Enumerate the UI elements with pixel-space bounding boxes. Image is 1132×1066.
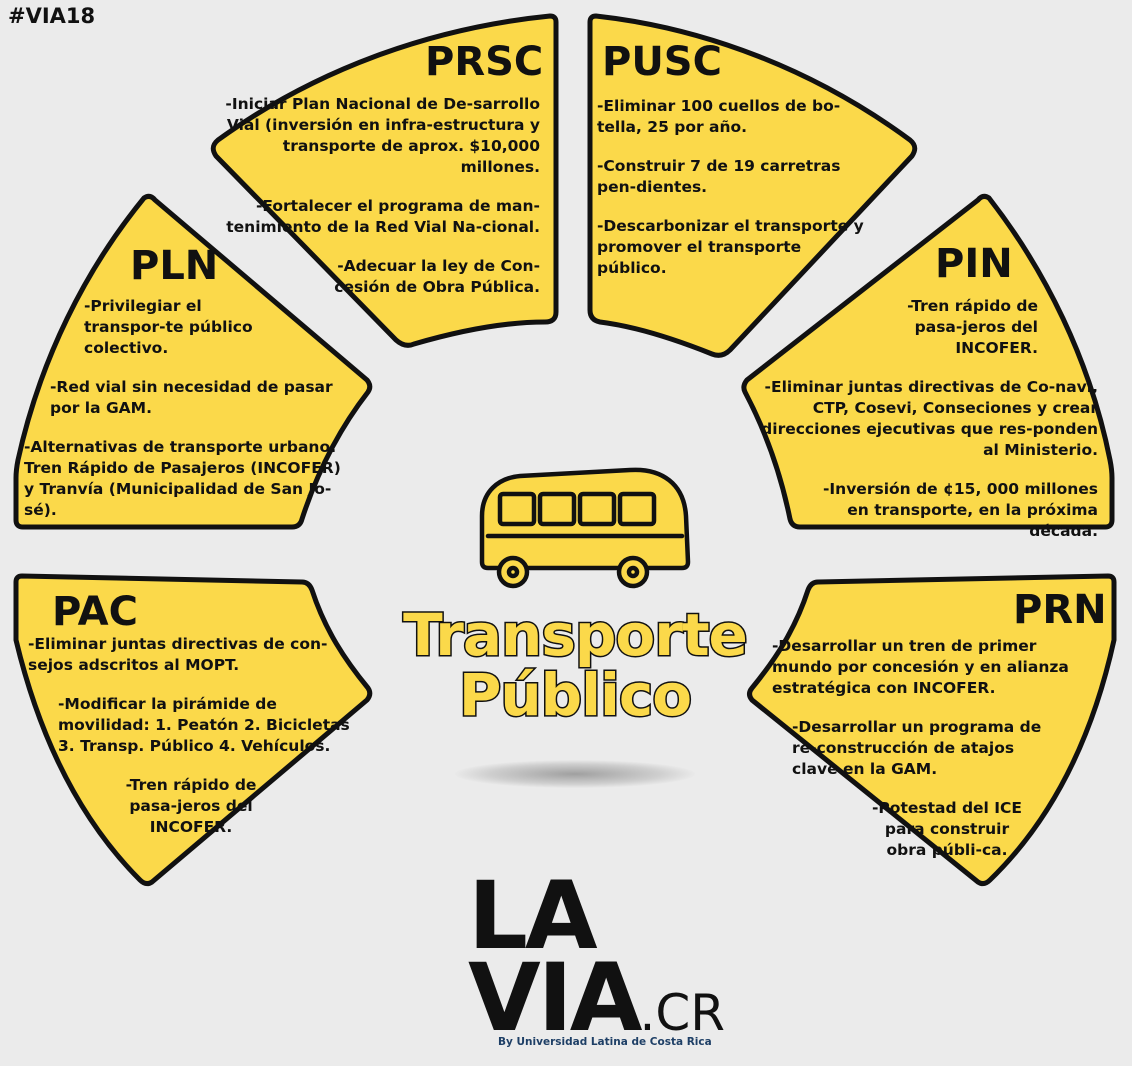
pac-text: -Eliminar juntas directivas de con-sejos… <box>28 634 366 856</box>
prsc-heading: PRSC <box>425 39 544 85</box>
pusc-item-3: -Descarbonizar el transporte y promover … <box>597 217 864 277</box>
pln-panel-shape <box>13 193 373 530</box>
pin-item-2: -Eliminar juntas directivas de Co-navi, … <box>761 378 1098 459</box>
pusc-text: -Eliminar 100 cuellos de bo-tella, 25 po… <box>597 96 865 297</box>
pin-item-1: -Tren rápido de pasa-jeros del INCOFER. <box>907 297 1038 357</box>
prn-item-1: -Desarrollar un tren de primer mundo por… <box>772 637 1069 697</box>
prn-panel-shape <box>747 573 1117 887</box>
pac-panel-shape <box>13 573 373 887</box>
pin-text: -Tren rápido de pasa-jeros del INCOFER. … <box>758 296 1098 560</box>
center-title: Transporte Público <box>395 601 755 729</box>
prsc-item-2: -Fortalecer el programa de man-tenimient… <box>226 197 540 236</box>
prn-text: -Desarrollar un tren de primer mundo por… <box>772 636 1092 879</box>
pln-text: -Privilegiar el transpor-te público cole… <box>24 296 346 539</box>
pin-panel-shape <box>741 193 1115 530</box>
pac-item-1: -Eliminar juntas directivas de con-sejos… <box>28 635 328 674</box>
prsc-panel-shape <box>210 13 559 348</box>
pusc-heading: PUSC <box>602 39 722 85</box>
prn-item-2: -Desarrollar un programa de re-construcc… <box>792 718 1042 778</box>
title-shadow <box>455 760 695 788</box>
pusc-item-2: -Construir 7 de 19 carretras pen-dientes… <box>597 157 841 196</box>
logo-via: VIA <box>468 944 642 1053</box>
pln-heading: PLN <box>130 243 219 289</box>
bus-icon <box>479 467 691 589</box>
logo-line-1: LA <box>468 862 598 971</box>
prn-heading: PRN <box>1013 587 1107 633</box>
pin-heading: PIN <box>935 241 1013 287</box>
pac-item-3: -Tren rápido de pasa-jeros del INCOFER. <box>125 776 257 836</box>
prsc-item-3: -Adecuar la ley de Con-cesión de Obra Pú… <box>334 257 540 296</box>
prsc-item-1: -Iniciar Plan Nacional de De-sarrollo Vi… <box>225 95 540 176</box>
pac-item-2: -Modificar la pirámide de movilidad: 1. … <box>58 695 350 755</box>
title-line-2: Público <box>457 661 693 729</box>
logo-suffix: .CR <box>639 984 726 1042</box>
pln-item-2: -Red vial sin necesidad de pasar por la … <box>50 378 333 417</box>
pac-heading: PAC <box>52 589 138 635</box>
prsc-text: -Iniciar Plan Nacional de De-sarrollo Vi… <box>212 94 540 316</box>
pusc-panel-shape <box>587 13 918 358</box>
logo-line-2: VIA.CR <box>468 952 726 1058</box>
pusc-item-1: -Eliminar 100 cuellos de bo-tella, 25 po… <box>597 97 841 136</box>
title-line-1: Transporte <box>402 601 750 669</box>
prn-item-3: -Potestad del ICE para construir obra pú… <box>872 799 1022 859</box>
pin-item-3: -Inversión de ¢15, 000 millones en trans… <box>822 480 1098 540</box>
pln-item-3: -Alternativas de transporte urbano: Tren… <box>24 438 341 519</box>
pln-item-1: -Privilegiar el transpor-te público cole… <box>84 297 253 357</box>
logo-byline: By Universidad Latina de Costa Rica <box>498 1036 712 1048</box>
hashtag: #VIA18 <box>8 4 96 28</box>
